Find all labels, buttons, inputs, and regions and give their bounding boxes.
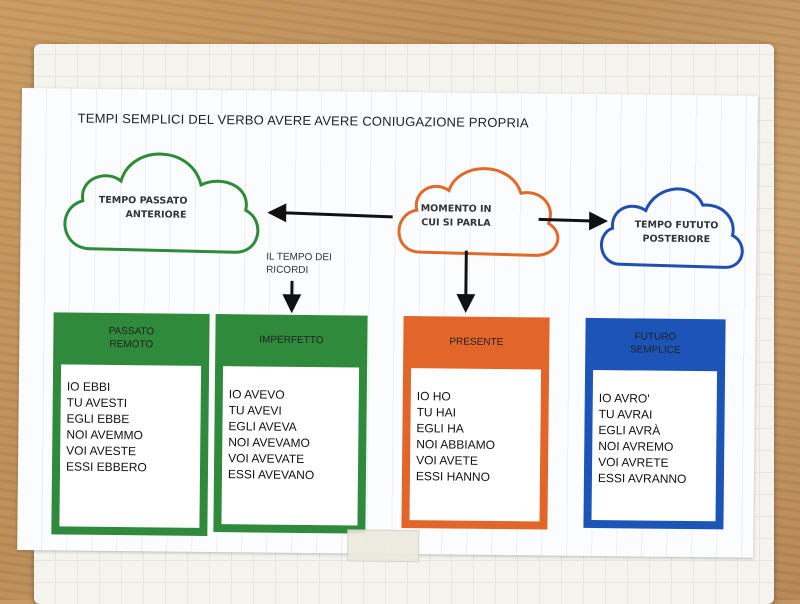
memory-note: IL TEMPO DEI RICORDI <box>266 251 332 278</box>
adhesive-tape <box>347 529 419 562</box>
arrow-to-future <box>539 213 605 228</box>
arrow-to-imperfetto-box <box>285 281 299 310</box>
box-header: PRESENTE <box>403 316 550 368</box>
arrow-to-present-box <box>459 251 474 310</box>
present-cloud-label: MOMENTO IN CUI SI PARLA <box>421 202 492 231</box>
worksheet: TEMPI SEMPLICI DEL VERBO AVERE AVERE CON… <box>17 88 758 558</box>
past-cloud-label: TEMPO PASSATO ANTERIORE <box>99 194 188 223</box>
arrow-to-past <box>271 206 393 221</box>
future-cloud-label: TEMPO FUTUTO POSTERIORE <box>634 218 718 247</box>
box-header: IMPERFETTO <box>215 314 368 366</box>
